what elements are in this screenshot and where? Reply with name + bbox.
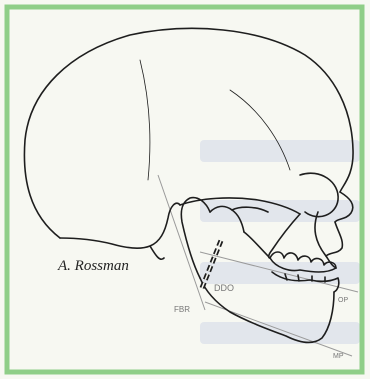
ghost-text-lines	[200, 140, 360, 344]
label-mp: MP	[333, 353, 344, 360]
fbr-line	[158, 175, 205, 310]
label-ddo: DDO	[214, 283, 234, 293]
mastoid	[60, 203, 180, 248]
nasal-bone	[326, 222, 342, 256]
cranial-suture	[140, 60, 150, 180]
label-fbr: FBR	[174, 305, 190, 314]
skull-outline	[24, 28, 353, 342]
label-op: OP	[338, 297, 348, 304]
artist-signature: A. Rossman	[57, 258, 129, 274]
figure-frame	[7, 7, 362, 372]
